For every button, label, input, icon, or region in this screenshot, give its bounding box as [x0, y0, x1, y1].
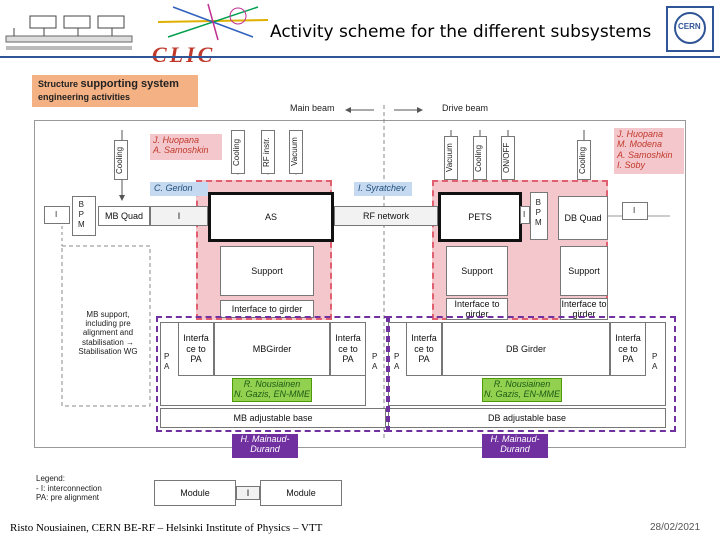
interface-pa-mb-left: Interfa ce to PA [178, 322, 214, 376]
clic-module-graphic [5, 15, 133, 50]
collision-graphic [157, 3, 269, 41]
legend-module-left: Module [154, 480, 236, 506]
bpm-left [72, 196, 96, 236]
bpm-left-label: B P M [78, 200, 85, 229]
main-beam-label: Main beam [290, 103, 335, 113]
pink-zone-left-border [196, 180, 332, 320]
mb-quad: MB Quad [98, 206, 150, 226]
slide-title: Activity scheme for the different subsys… [270, 22, 652, 42]
cooling-label-3: Cooling [474, 144, 483, 172]
rf-network: RF network [334, 206, 438, 226]
responsible-green-right: R. Nousiainen N. Gazis, EN-MME [482, 378, 562, 402]
support-as: Support [220, 246, 314, 296]
onoff-label: ON/OFF [502, 142, 511, 174]
structure-box: Structure supporting system engineering … [32, 75, 198, 107]
vacuum-label-1: Vacuum [290, 137, 299, 167]
interface-to-girder-db: Interface to girder [560, 298, 608, 320]
accelerating-structure: AS [208, 192, 334, 242]
interconnection-pets [520, 206, 530, 224]
responsible-left-pink: J. Huopana A. Samoshkin [150, 134, 222, 160]
interconnection-pets-label: I [523, 210, 526, 219]
drive-beam-label: Drive beam [442, 103, 489, 113]
interconnection-right-label: I [633, 206, 636, 215]
purple-zone-right [386, 316, 676, 432]
responsible-gerlon: C. Gerlon [150, 182, 208, 196]
interconnection-right [622, 202, 648, 220]
rf-instr-label-box [261, 130, 275, 174]
responsible-green-left: R. Nousiainen N. Gazis, EN-MME [232, 378, 312, 402]
interface-pa-db-right: Interfa ce to PA [610, 322, 646, 376]
interconnection-mb: I [150, 206, 208, 226]
cooling-label-box-3 [473, 136, 487, 180]
vacuum-label-box-2 [444, 136, 458, 180]
db-girder: DB Girder [442, 322, 610, 376]
cern-logo: CERN [666, 6, 714, 52]
support-pets: Support [446, 246, 508, 296]
clic-logo: CLIC [152, 42, 216, 67]
cooling-label-1: Cooling [115, 146, 124, 174]
interconnection-left-label: I [55, 210, 58, 219]
footer-author: Risto Nousiainen, CERN BE-RF – Helsinki … [10, 522, 323, 534]
pa-db-left: P A [394, 352, 400, 371]
cooling-label-box-2 [231, 130, 245, 174]
cooling-label-box-4 [577, 140, 591, 180]
bpm-right-label: B P M [535, 198, 542, 227]
onoff-label-box [501, 136, 515, 180]
responsible-purple-right: H. Mainaud- Durand [482, 434, 548, 458]
mb-adjustable-base: MB adjustable base [160, 408, 386, 428]
header-rule [0, 56, 720, 58]
bpm-right [530, 192, 548, 240]
mb-girder: MBGirder [214, 322, 330, 376]
vacuum-label-2: Vacuum [445, 143, 454, 173]
responsible-right-pink: J. Huopana M. Modena A. Samoshkin I. Sob… [614, 128, 684, 174]
pa-mb-left: P A [164, 352, 170, 371]
interface-pa-mb-right: Interfa ce to PA [330, 322, 366, 376]
legend: Legend: - I: interconnection PA: pre ali… [36, 474, 102, 503]
legend-interconnection: I [236, 486, 260, 500]
pets: PETS [438, 192, 522, 242]
cooling-label-2: Cooling [232, 138, 241, 166]
pa-mb-right: P A [372, 352, 378, 371]
interconnection-left [44, 206, 70, 224]
support-db-quad: Support [560, 246, 608, 296]
db-quad: DB Quad [558, 196, 608, 240]
footer-date: 28/02/2021 [650, 522, 701, 533]
cooling-label-box-1 [114, 140, 128, 180]
purple-zone-left [156, 316, 390, 432]
pa-db-right: P A [652, 352, 658, 371]
legend-module-right: Module [260, 480, 342, 506]
diagram-frame [34, 120, 686, 448]
cooling-label-4: Cooling [578, 146, 587, 174]
vacuum-label-box-1 [289, 130, 303, 174]
responsible-syratchev: I. Syratchev [354, 182, 412, 196]
interface-to-girder-pets: Interface to girder [446, 298, 508, 320]
rf-instr-label: RF instr. [262, 137, 271, 167]
responsible-purple-left: H. Mainaud- Durand [232, 434, 298, 458]
interface-pa-db-left: Interfa ce to PA [406, 322, 442, 376]
mb-support-note: MB support, including pre alignment and … [78, 310, 138, 356]
